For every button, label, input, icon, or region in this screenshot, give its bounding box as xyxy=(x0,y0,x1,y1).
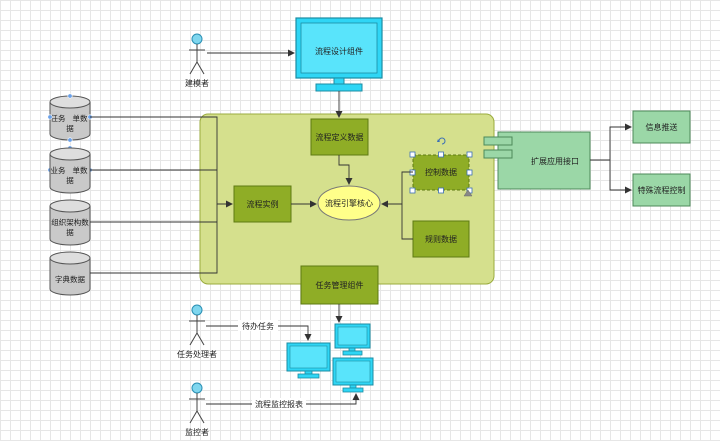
info-push-label: 信息推送 xyxy=(646,122,678,132)
control-data-label: 控制数据 xyxy=(425,167,457,177)
report-label-bg xyxy=(252,398,306,409)
task-form-label-1: 任务 xyxy=(51,113,66,123)
modeler-actor[interactable] xyxy=(189,33,205,75)
org-data-label-2: 据 xyxy=(66,228,74,237)
extension-port-top xyxy=(483,136,513,146)
extension-port-bottom xyxy=(483,149,513,159)
process-instance-label: 流程实例 xyxy=(247,199,279,209)
business-form-label-2: 据 xyxy=(66,176,74,185)
task-handler-actor[interactable] xyxy=(189,304,205,346)
monitor-right-bottom[interactable] xyxy=(332,357,374,393)
task-mgmt-box[interactable] xyxy=(300,265,379,305)
task-form-label-2: 据 xyxy=(66,124,74,133)
extension-api-box[interactable] xyxy=(497,131,591,190)
special-control-label: 特殊流程控制 xyxy=(638,185,686,195)
process-designer-label: 流程设计组件 xyxy=(315,46,363,56)
extension-api-label: 扩展应用接口 xyxy=(531,156,579,166)
monitor-right-top[interactable] xyxy=(334,323,371,356)
business-form-db[interactable] xyxy=(49,147,91,194)
task-mgmt-label: 任务管理组件 xyxy=(316,280,364,290)
rotate-handle-icon[interactable] xyxy=(437,137,446,145)
monitor-left[interactable] xyxy=(286,342,331,379)
engine-core-label: 流程引擎核心 xyxy=(325,198,373,208)
org-structure-db[interactable] xyxy=(49,199,91,246)
info-push-box[interactable] xyxy=(632,110,691,144)
task-form-label-1b: 单数 xyxy=(73,113,88,123)
process-instance-box[interactable] xyxy=(233,185,292,223)
monitor-actor-label: 监控者 xyxy=(185,427,209,437)
business-form-label-1: 业务 xyxy=(51,165,66,175)
task-handler-label: 任务处理者 xyxy=(177,349,217,359)
dictionary-db[interactable] xyxy=(49,251,91,296)
engine-core[interactable] xyxy=(317,185,381,221)
org-data-label-1: 组织架构数 xyxy=(51,217,89,227)
process-designer-monitor[interactable]: 流程设计组件 xyxy=(295,17,383,92)
dictionary-label: 字典数据 xyxy=(55,274,85,284)
control-data-selection xyxy=(409,151,473,194)
todo-tasks-label: 待办任务 xyxy=(242,321,274,331)
monitor-actor[interactable] xyxy=(189,382,205,424)
todo-label-bg xyxy=(238,320,278,331)
modeler-label: 建模者 xyxy=(185,78,209,88)
monitor-report-label: 流程监控报表 xyxy=(255,399,303,409)
process-definition-label: 流程定义数据 xyxy=(316,132,364,142)
resize-triangle-icon[interactable] xyxy=(463,189,473,197)
business-form-label-1b: 单数 xyxy=(73,165,88,175)
task-form-db[interactable] xyxy=(49,95,91,141)
process-definition-box[interactable] xyxy=(310,118,369,156)
special-control-box[interactable] xyxy=(632,173,691,207)
rule-data-label: 规则数据 xyxy=(425,234,457,244)
